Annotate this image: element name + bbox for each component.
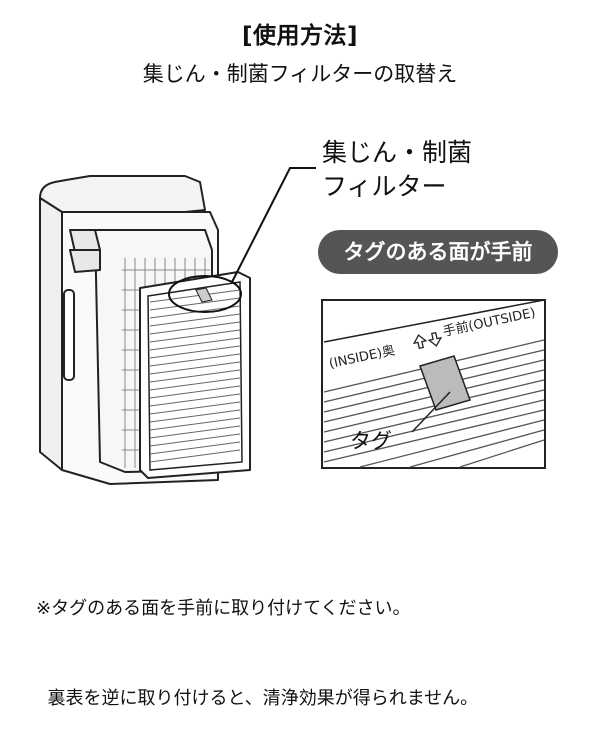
tag-label: タグ [350, 429, 392, 453]
filter-callout: 集じん・制菌 フィルター [322, 136, 472, 204]
page-title: [使用方法] [241, 23, 359, 49]
up-arrow-icon [412, 334, 428, 350]
panel-tag [195, 287, 213, 303]
detail-tag [419, 355, 471, 411]
callout-line-1: 集じん・制菌 [322, 138, 473, 167]
note-line-1: ※タグのある面を手前に取り付けてください。 [36, 598, 411, 619]
down-arrow-icon [427, 331, 443, 347]
page-subtitle: 集じん・制菌フィルターの取替え [142, 62, 458, 86]
filter-panel [139, 271, 251, 479]
instruction-note: ※タグのある面を手前に取り付けてください。 裏表を逆に取り付けると、清浄効果が得… [36, 534, 478, 744]
detail-box: (INSIDE)奥 手前(OUTSIDE) タグ [321, 299, 546, 469]
note-line-2: 裏表を逆に取り付けると、清浄効果が得られません。 [36, 688, 479, 709]
side-handle [63, 289, 75, 381]
callout-leader [231, 167, 316, 283]
tag-highlight [168, 275, 242, 313]
illustration: (INSIDE)奥 手前(OUTSIDE) タグ [39, 167, 546, 485]
callout-line-2: フィルター [322, 172, 447, 201]
purifier-top [39, 175, 206, 215]
purifier-side [39, 197, 63, 471]
tag-side-badge: タグのある面が手前 [318, 230, 558, 274]
